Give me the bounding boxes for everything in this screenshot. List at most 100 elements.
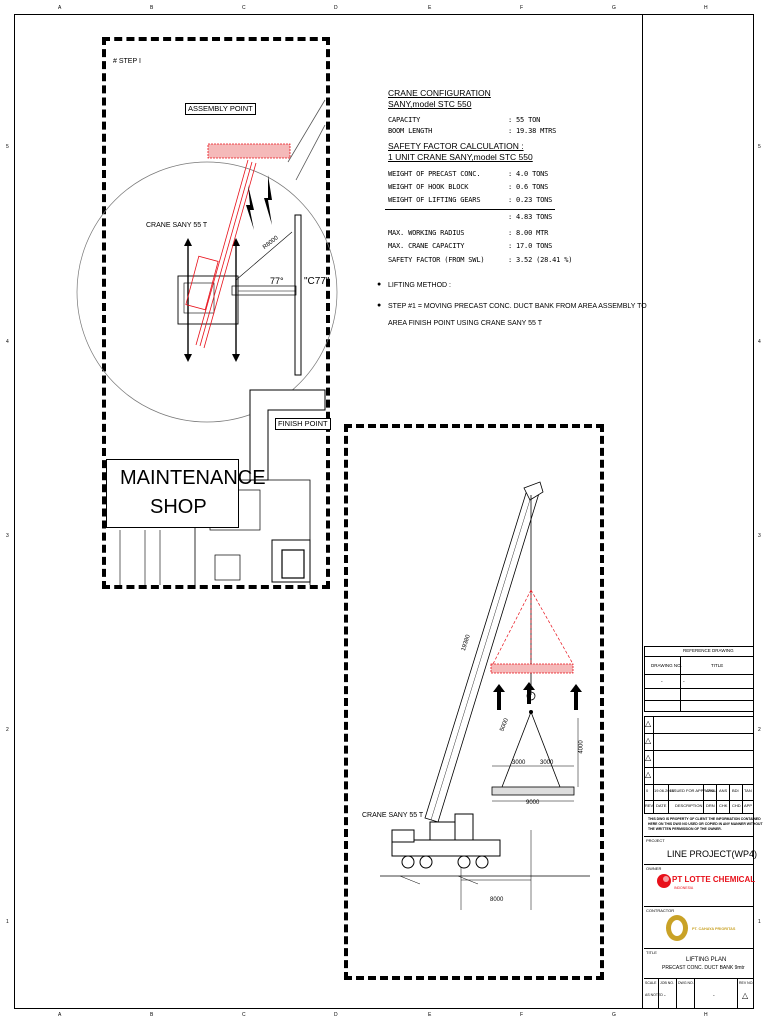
issue-description: ISSUED FOR APPROVAL <box>670 788 717 793</box>
tb-line <box>644 836 754 837</box>
grid-bottom-d: D <box>334 1012 338 1018</box>
rev-no-icon: △ <box>742 991 749 1000</box>
finish-point-label: FINISH POINT <box>275 418 331 430</box>
tb-line <box>644 864 754 865</box>
grid-top-a: A <box>58 5 62 11</box>
method-line2: AREA FINISH POINT USING CRANE SANY 55 T <box>388 320 543 327</box>
method-line1: STEP #1 = MOVING PRECAST CONC. DUCT BANK… <box>388 303 647 310</box>
project-label: PROJECT <box>646 838 665 843</box>
grid-right-3: 3 <box>758 533 761 539</box>
lifting-method-heading: LIFTING METHOD : <box>388 282 451 289</box>
radius-dimension-label: 8000 <box>490 897 504 903</box>
rev-row <box>644 800 754 801</box>
rev-no-label: REV NO. <box>739 981 754 985</box>
working-radius-value: : 8.00 MTR <box>508 229 549 237</box>
grid-top-e: E <box>428 5 432 11</box>
grid-top-c: C <box>242 5 246 11</box>
angle-callout: "C77" <box>304 276 330 287</box>
grid-right-2: 2 <box>758 727 761 733</box>
weight-hook-value: : 0.6 TONS <box>508 183 549 191</box>
weight-gears-value: : 0.23 TONS <box>508 196 553 204</box>
tb-line <box>644 906 754 907</box>
safety-factor-label: SAFETY FACTOR (FROM SWL) <box>388 256 485 264</box>
owner-sub: INDONESIA <box>674 886 694 890</box>
grid-top-b: B <box>150 5 154 11</box>
rev-col <box>742 784 743 814</box>
weight-gears-label: WEIGHT OF LIFTING GEARS <box>388 196 481 204</box>
title-block-divider <box>642 14 643 1009</box>
ref-dash: - <box>661 679 663 685</box>
issue-chk: ANS <box>719 788 728 793</box>
owner-logo-icon <box>657 874 671 888</box>
scale-value: AS NOTED <box>645 993 663 997</box>
load-width-label: 9000 <box>526 800 540 806</box>
job-no-value: - <box>664 993 666 999</box>
drawing-title-line2: PRECAST CONC. DUCT BANK 9mtr <box>662 965 745 971</box>
plan-view-frame <box>102 37 330 589</box>
grid-top-h: H <box>704 5 708 11</box>
drawing-no-label: DRAWING NO. <box>651 663 682 668</box>
grid-bottom-e: E <box>428 1012 432 1018</box>
reference-drawing-label: REFERENCE DRAWING <box>683 648 734 653</box>
maintenance-shop-line1: MAINTENANCE <box>120 467 266 489</box>
rev-row <box>644 733 754 734</box>
grid-top-f: F <box>520 5 524 11</box>
drawing-title-line1: LIFTING PLAN <box>686 957 727 963</box>
header-app: APP <box>744 803 753 808</box>
grid-left-4: 4 <box>6 339 9 345</box>
rev-triangle-icon: △ <box>645 719 652 728</box>
rev-col <box>703 784 704 814</box>
ref-line <box>644 674 754 675</box>
grid-bottom-h: H <box>704 1012 708 1018</box>
weight-precast-label: WEIGHT OF PRECAST CONC. <box>388 170 481 178</box>
contractor-label: CONTRACTOR <box>646 908 675 913</box>
notice-line1: THIS DWG IS PROPERTY OF CLIENT THE INFOR… <box>648 817 761 821</box>
project-name: LINE PROJECT(WP4) <box>667 849 758 859</box>
grid-right-1: 1 <box>758 919 761 925</box>
rev-row <box>644 767 754 768</box>
maintenance-shop-line2: SHOP <box>150 496 207 518</box>
grid-bottom-f: F <box>520 1012 524 1018</box>
drawing-border <box>14 14 754 1009</box>
assembly-point-label: ASSEMBLY POINT <box>185 103 256 115</box>
rev-row <box>644 784 754 785</box>
total-divider <box>385 209 555 210</box>
title-col-label: TITLE <box>711 663 724 668</box>
weight-precast-value: : 4.0 TONS <box>508 170 549 178</box>
ref-line <box>644 688 754 689</box>
notice-line3: THE WRITTEN PERMISSION OF THE OWNER. <box>648 827 722 831</box>
issue-chd: BDI <box>732 788 739 793</box>
header-description: DESCRIPTION <box>675 803 703 808</box>
revision-table <box>644 716 754 814</box>
elevation-crane-label: CRANE SANY 55 T <box>362 812 424 819</box>
grid-right-5: 5 <box>758 144 761 150</box>
header-date: DATE <box>656 803 667 808</box>
scale-label: SCALE <box>645 981 657 985</box>
rev-col <box>653 716 654 814</box>
bullet-icon: ● <box>377 281 382 288</box>
reference-table <box>644 646 754 712</box>
safety-factor-value: : 3.52 (28.41 %) <box>508 256 573 264</box>
rev-row <box>644 750 754 751</box>
maintenance-shop-box <box>106 459 239 528</box>
grid-bottom-a: A <box>58 1012 62 1018</box>
tb-line <box>644 978 754 979</box>
working-radius-label: MAX. WORKING RADIUS <box>388 229 465 237</box>
owner-label: OWNER <box>646 866 662 871</box>
grid-right-4: 4 <box>758 339 761 345</box>
tb-col <box>694 978 695 1009</box>
notice-line2: HERE ON THIS DWG NO USED OR COPIED IN AN… <box>648 822 763 826</box>
tb-col <box>658 978 659 1009</box>
tb-col <box>737 978 738 1009</box>
header-rev: REV <box>645 803 654 808</box>
config-boom-label: BOOM LENGTH <box>388 127 433 135</box>
sf-heading: SAFETY FACTOR CALCULATION : <box>388 141 524 151</box>
half-left-label: 3000 <box>512 760 526 766</box>
grid-top-g: G <box>612 5 616 11</box>
issue-app: TAN <box>744 788 752 793</box>
rev-triangle-icon: △ <box>645 770 652 779</box>
grid-left-5: 5 <box>6 144 9 150</box>
grid-top-d: D <box>334 5 338 11</box>
header-chd: CHD <box>732 803 741 808</box>
